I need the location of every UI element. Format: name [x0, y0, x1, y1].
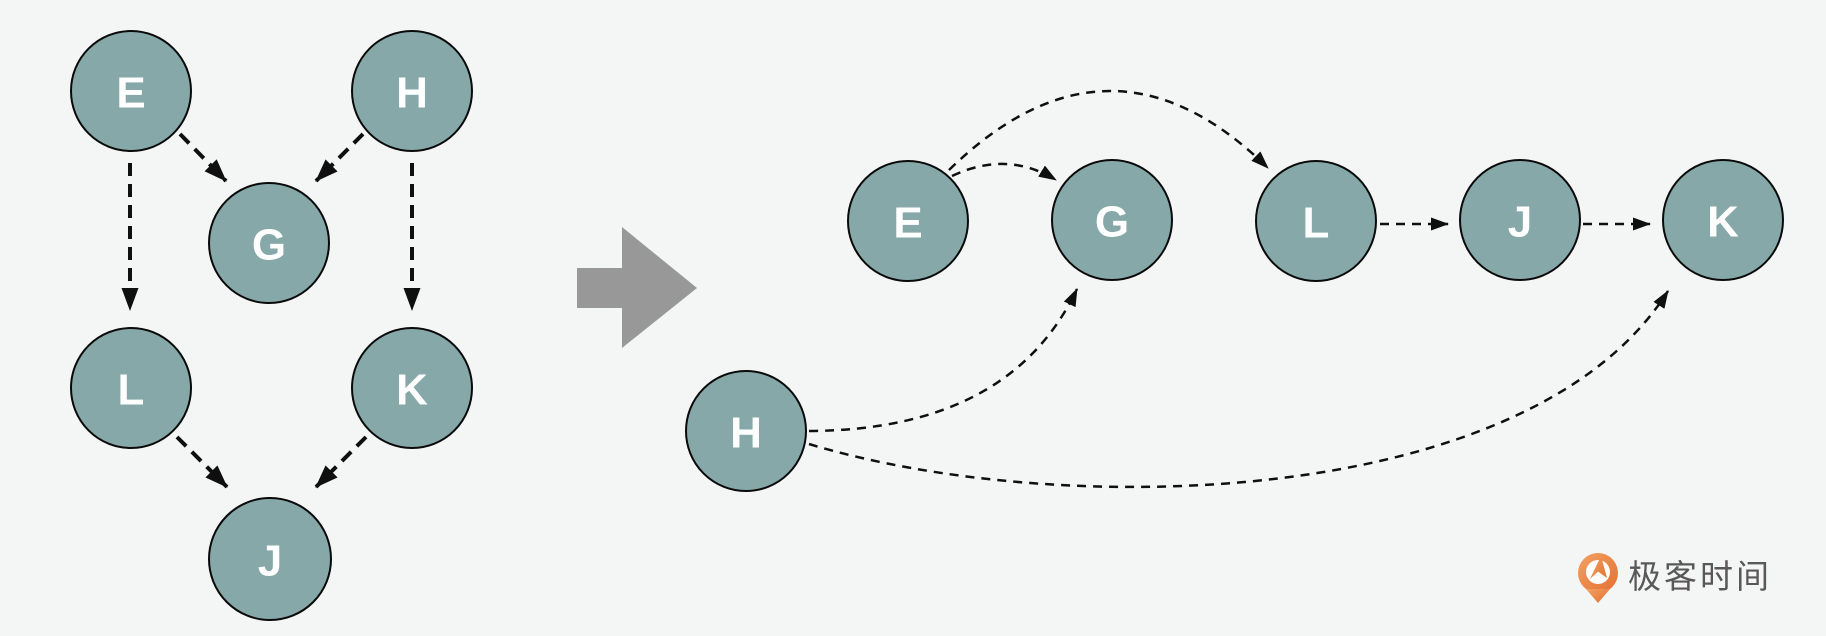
node-H: [351, 30, 473, 152]
edge-H-to-G: [808, 288, 1079, 433]
edge-H-to-K: [808, 290, 1670, 489]
edge-E-to-G: [951, 162, 1057, 182]
node-H: [685, 370, 807, 492]
node-J: [208, 497, 332, 621]
node-label-L: L: [1303, 199, 1330, 248]
node-E: [847, 160, 969, 282]
node-K: [1662, 159, 1784, 281]
node-label-G: G: [252, 221, 286, 270]
node-G: [208, 182, 330, 304]
node-L: [70, 327, 192, 449]
edge-L-to-J: [175, 435, 229, 489]
node-label-E: E: [116, 69, 145, 118]
transform-arrow-icon: [577, 227, 697, 348]
node-label-K: K: [396, 366, 428, 415]
edge-H-to-G: [314, 132, 365, 183]
node-label-E: E: [893, 199, 922, 248]
node-label-H: H: [730, 409, 762, 458]
logo-needle-icon: [1590, 556, 1607, 579]
geektime-logo: 极客时间: [1578, 553, 1772, 603]
node-label-J: J: [1508, 198, 1532, 247]
edge-E-to-G: [178, 132, 228, 183]
node-label-L: L: [118, 366, 145, 415]
node-label-G: G: [1095, 198, 1129, 247]
logo-inner-circle: [1586, 560, 1610, 584]
logo-pin-tail: [1586, 589, 1610, 603]
edge-K-to-J: [314, 435, 368, 489]
node-G: [1051, 159, 1173, 281]
geektime-logo-icon: [1578, 553, 1618, 603]
node-label-H: H: [396, 69, 428, 118]
node-K: [351, 327, 473, 449]
node-J: [1459, 159, 1581, 281]
node-label-K: K: [1707, 198, 1739, 247]
left-graph-original-dag: E H G L K J: [70, 30, 473, 621]
node-E: [70, 30, 192, 152]
geektime-logo-text: 极客时间: [1628, 558, 1772, 595]
node-label-J: J: [258, 537, 282, 586]
edge-E-to-L: [948, 89, 1269, 171]
node-L: [1255, 160, 1377, 282]
right-graph-topological-order: E G L J K H: [685, 89, 1784, 492]
